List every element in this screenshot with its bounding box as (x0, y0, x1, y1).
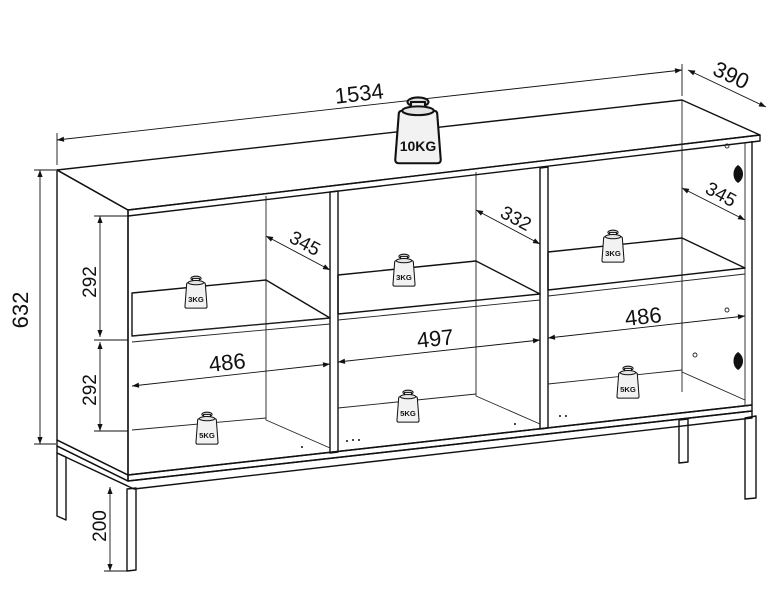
dim-depth-left-label: 345 (286, 227, 324, 260)
cabinet-top-front-edge (127, 134, 761, 217)
shelf-left-front (131, 317, 331, 337)
dim-width-label: 1534 (333, 78, 384, 108)
dot-mark (559, 415, 561, 417)
arrowhead (97, 216, 103, 223)
arrowhead (107, 487, 113, 494)
weight-left-lower-label: 5KG (199, 431, 215, 440)
back-panel-middle (475, 172, 541, 425)
cabinet-bottom-edge (127, 404, 753, 482)
leg-back-right (678, 418, 689, 464)
weight-right-upper-label: 3KG (605, 249, 621, 258)
dim-depth-right-line (681, 187, 746, 221)
dim-depth-right-label: 345 (702, 178, 740, 211)
arrowhead (97, 342, 103, 349)
dimension-lines (34, 64, 767, 572)
weight-top-label: 10KG (400, 138, 437, 154)
arrowhead (338, 358, 346, 364)
dim-shelf-bottom-label: 292 (80, 374, 101, 406)
dim-shelf-top-label: 292 (80, 266, 101, 298)
shelf-left-front-2 (131, 323, 331, 343)
arrowhead (37, 170, 43, 177)
dot-mark (565, 415, 567, 417)
shelf-right (547, 237, 746, 291)
dim-depth-middle-line (475, 209, 541, 245)
hinge-mark-upper (733, 165, 743, 183)
arrowhead (57, 136, 65, 142)
back-panel-right (681, 148, 746, 401)
hole-mark-1 (724, 143, 730, 149)
shelf-left (131, 279, 331, 337)
base-frame-rail (56, 410, 753, 490)
dim-width-left-label: 486 (208, 348, 247, 377)
weight-left-upper-label: 3KG (188, 295, 204, 304)
arrowhead (107, 564, 113, 571)
arrowhead (476, 210, 484, 216)
arrowhead (737, 214, 745, 220)
dot-mark (358, 439, 360, 441)
dim-depth-line (687, 69, 767, 108)
back-panel-left (265, 196, 331, 449)
leg-front-left (126, 487, 137, 572)
dim-depth-left-line (265, 235, 331, 271)
leg-front-right (744, 415, 757, 500)
dot-mark (352, 439, 354, 441)
arrowhead (737, 314, 745, 320)
hole-mark-2 (724, 307, 730, 313)
shelf-middle (337, 260, 541, 315)
arrowhead (532, 238, 540, 244)
arrowhead (682, 188, 690, 194)
arrowhead (548, 334, 556, 340)
arrowhead (688, 70, 696, 76)
arrowhead (322, 264, 330, 270)
dimension-labels: 1534 390 632 292 292 200 345 332 345 486… (8, 56, 753, 542)
hole-mark-3 (692, 352, 698, 358)
weight-middle-lower-label: 5KG (400, 409, 416, 418)
leg-frame (56, 410, 757, 572)
weight-left-upper: 3KG (184, 275, 208, 309)
hinge-mark-lower (733, 352, 743, 370)
dim-width-right-label: 486 (624, 302, 663, 331)
shelf-right-front-2 (547, 273, 746, 297)
arrowhead (266, 236, 274, 242)
weight-top: 10KG (394, 96, 442, 165)
dot-mark (346, 440, 348, 442)
arrowhead (674, 68, 682, 74)
weight-left-lower: 5KG (195, 411, 219, 445)
divider-right (539, 166, 549, 430)
dim-width-right-line (547, 315, 746, 339)
weight-right-upper: 3KG (601, 229, 625, 263)
dim-width-left-line (131, 363, 331, 387)
dot-mark (514, 423, 516, 425)
dim-leg-label: 200 (90, 510, 111, 542)
arrowhead (97, 424, 103, 431)
dim-depth-middle-label: 332 (497, 202, 535, 235)
arrowhead (37, 437, 43, 444)
arrowhead (132, 382, 140, 388)
arrowhead (97, 330, 103, 337)
shelf-middle-front-2 (337, 299, 541, 321)
dot-mark (301, 446, 303, 448)
weight-middle-upper: 3KG (392, 253, 416, 287)
weight-middle-lower: 5KG (396, 389, 420, 423)
dim-width-middle-line (337, 339, 541, 363)
dim-width-line (56, 69, 683, 141)
weight-right-lower-label: 5KG (620, 385, 636, 394)
arrowhead (758, 101, 766, 107)
weight-right-lower: 5KG (616, 365, 640, 399)
leg-back-left (56, 452, 67, 521)
dimension-arrowheads (37, 68, 766, 571)
weight-middle-upper-label: 3KG (396, 273, 412, 282)
dim-height-label: 632 (8, 292, 33, 329)
bottom-shelf-right-back (547, 369, 683, 385)
cabinet-bottom-side-edge (56, 439, 129, 482)
dim-width-middle-label: 497 (416, 324, 455, 353)
arrowhead (532, 338, 540, 344)
arrowhead (322, 362, 330, 368)
dim-depth-label: 390 (709, 56, 753, 94)
divider-left (329, 190, 339, 454)
